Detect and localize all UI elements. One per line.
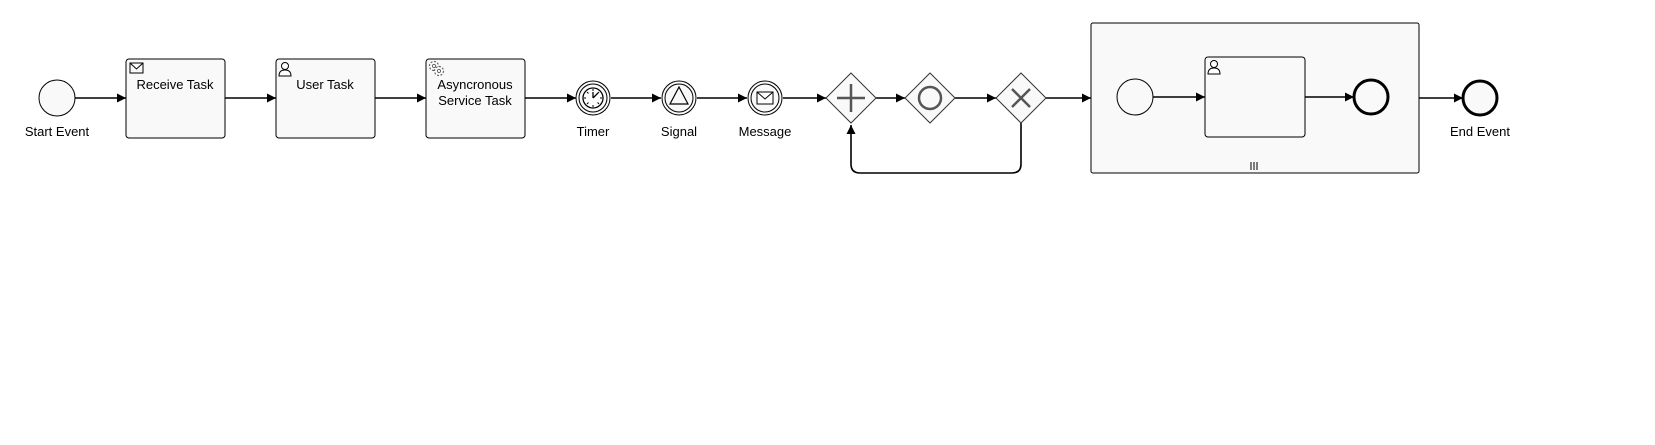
triangle-icon <box>669 85 689 105</box>
user-task-label: User Task <box>296 77 354 92</box>
user-task[interactable] <box>275 58 376 139</box>
inner-start-event[interactable] <box>1116 78 1154 116</box>
service-task[interactable] <box>425 58 526 139</box>
end-event[interactable] <box>1461 79 1499 117</box>
inclusive-gateway[interactable] <box>904 72 956 124</box>
inner-end-event[interactable] <box>1352 78 1390 116</box>
plus-icon <box>837 84 865 112</box>
start-event[interactable] <box>38 79 76 117</box>
receive-task[interactable] <box>125 58 226 139</box>
message-event[interactable] <box>747 80 783 116</box>
inner-user-task[interactable] <box>1204 56 1306 138</box>
end-event-label: End Event <box>1450 124 1510 139</box>
exclusive-gateway[interactable] <box>995 72 1047 124</box>
subprocess-multi-instance-marker <box>1250 162 1258 170</box>
message-event-label: Message <box>739 124 792 139</box>
service-task-label-line2: Service Task <box>438 93 512 108</box>
signal-event[interactable] <box>661 80 697 116</box>
user-icon <box>278 62 292 77</box>
x-icon <box>1011 88 1031 108</box>
sequence-flows <box>75 93 1463 174</box>
user-icon <box>1207 60 1221 75</box>
start-event-label: Start Event <box>25 124 90 139</box>
gear-icon <box>428 60 445 77</box>
timer-event-label: Timer <box>577 124 610 139</box>
timer-event[interactable] <box>575 80 611 116</box>
envelope-icon <box>129 62 144 74</box>
circle-icon <box>917 85 943 111</box>
receive-task-label: Receive Task <box>136 77 214 92</box>
signal-event-label: Signal <box>661 124 697 139</box>
flow-loop-back[interactable] <box>846 123 1022 174</box>
envelope-icon <box>756 91 774 105</box>
service-task-label-line1: Asyncronous <box>437 77 513 92</box>
parallel-gateway[interactable] <box>825 72 877 124</box>
clock-icon <box>582 87 604 109</box>
